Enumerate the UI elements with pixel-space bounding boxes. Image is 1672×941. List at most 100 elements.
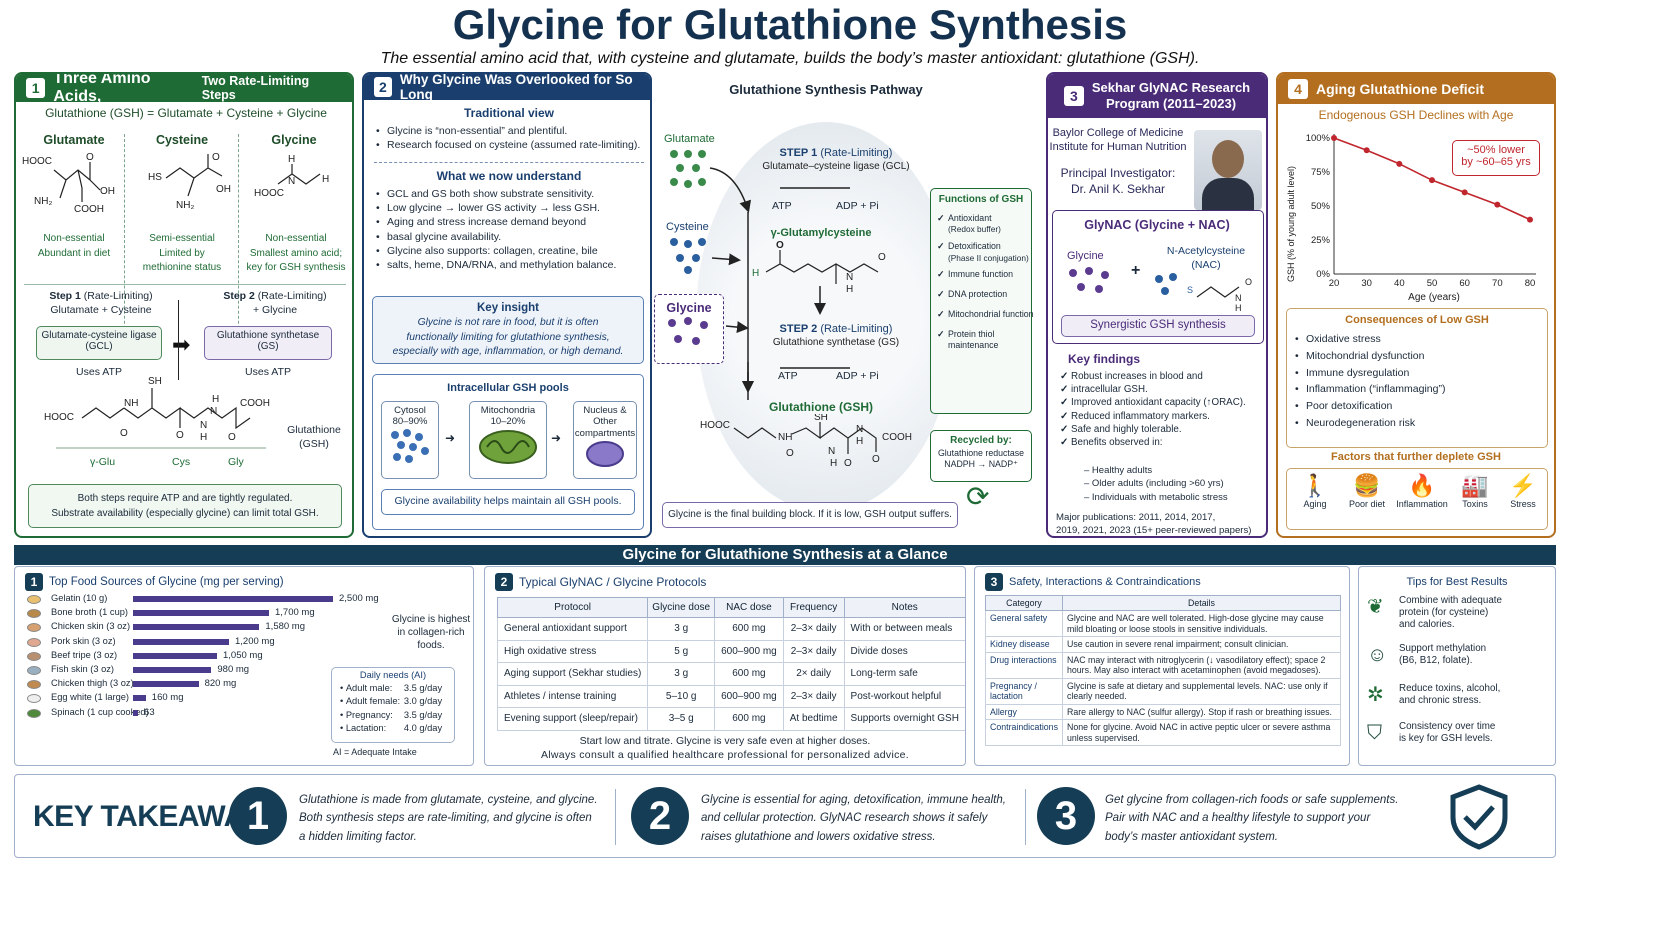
food-icon bbox=[27, 694, 41, 704]
list-item: salts, heme, DNA/RNA, and methylation ba… bbox=[376, 258, 616, 272]
step-2-atp: ATP bbox=[778, 370, 798, 382]
x-tick-label: 20 bbox=[1329, 278, 1340, 289]
gsh-structure: SH HOOC NH O O H N COOH N H O bbox=[44, 376, 270, 449]
list-item: Oxidative stress bbox=[1295, 331, 1445, 348]
traditional-list: Glycine is “non-essential” and plentiful… bbox=[376, 124, 640, 153]
atom-label: N bbox=[210, 406, 217, 417]
atom-label: HS bbox=[148, 172, 162, 183]
glycine-name: Glycine bbox=[271, 133, 317, 147]
glutamate-structure bbox=[53, 162, 101, 202]
arrow-right-icon: ➜ bbox=[551, 431, 562, 445]
deplete-heading: Factors that further deplete GSH bbox=[1331, 451, 1501, 463]
gsh-product-label: Glutathione (GSH) bbox=[769, 400, 873, 414]
y-tick-label: 75% bbox=[1311, 167, 1331, 178]
food-name: Spinach (1 cup cooked) bbox=[51, 706, 149, 717]
column-divider bbox=[238, 134, 239, 344]
nac-structure: S O N H bbox=[1155, 273, 1252, 313]
atom-label: H bbox=[212, 394, 219, 405]
column-header: Category bbox=[985, 595, 1063, 611]
factor-aging: 🚶Aging bbox=[1291, 473, 1339, 509]
data-point bbox=[1396, 160, 1403, 167]
protocols-title: Typical GlyNAC / Glycine Protocols bbox=[519, 575, 707, 589]
cell-background bbox=[696, 122, 956, 512]
food-icon bbox=[27, 666, 41, 675]
x-tick-label: 60 bbox=[1459, 278, 1470, 289]
food-bar bbox=[133, 610, 269, 617]
gs-enzyme-box: Glutathione synthetase(GS) bbox=[204, 326, 332, 360]
food-bar bbox=[133, 667, 212, 673]
list-item: Glycine is “non-essential” and plentiful… bbox=[376, 124, 640, 138]
list-item: Robust increases in blood and bbox=[1060, 370, 1246, 383]
glutamate-molecules-icon bbox=[670, 150, 706, 188]
list-item: Aging and stress increase demand beyond bbox=[376, 215, 616, 229]
list-item: intracellular GSH. bbox=[1060, 383, 1246, 396]
takeaway-text: Glycine is essential for aging, detoxifi… bbox=[701, 794, 1006, 843]
principal-investigator: Principal Investigator:Dr. Anil K. Sekha… bbox=[1060, 166, 1176, 196]
step-1-atp: Uses ATP bbox=[76, 366, 122, 378]
atom-label: SH bbox=[814, 414, 828, 423]
atom-label: O bbox=[872, 454, 880, 465]
daily-needs-box: Daily needs (AI) • Adult male:3.5 g/day … bbox=[331, 667, 455, 743]
consequences-box: Consequences of Low GSH Oxidative stress… bbox=[1286, 308, 1548, 448]
food-bar bbox=[133, 638, 229, 645]
amino-acid-structures: HOOC O OH NH₂ COOH HS O OH NH₂ H N HOOC … bbox=[22, 152, 329, 215]
list-item: Mitochondrial dysfunction bbox=[1295, 348, 1445, 365]
step-1-title: STEP 1 (Rate-Limiting) Glutamate–cystein… bbox=[762, 147, 910, 173]
list-item: Poor detoxification bbox=[1295, 398, 1445, 415]
atom-label: N bbox=[1235, 293, 1242, 303]
step-1-adp: ADP + Pi bbox=[836, 200, 879, 212]
x-tick-label: 40 bbox=[1394, 278, 1405, 289]
recycle-icon: ⟳ bbox=[966, 481, 990, 512]
atom-label: O bbox=[878, 252, 886, 263]
food-name: Chicken thigh (3 oz) bbox=[51, 678, 134, 689]
food-header: 1 Top Food Sources of Glycine (mg per se… bbox=[25, 573, 284, 591]
food-bar bbox=[133, 624, 260, 631]
panel-4-title: Aging Glutathione Deficit bbox=[1316, 81, 1484, 97]
section-number: 2 bbox=[374, 77, 392, 97]
atom-label: H bbox=[846, 284, 853, 295]
atom-label: OH bbox=[100, 186, 115, 197]
now-list: GCL and GS both show substrate sensitivi… bbox=[376, 187, 616, 272]
pathway-title: Glutathione Synthesis Pathway bbox=[729, 82, 923, 97]
function-item: Detoxification(Phase II conjugation) bbox=[937, 241, 1034, 263]
at-a-glance-band: Glycine for Glutathione Synthesis at a G… bbox=[14, 545, 1556, 565]
atom-label: H bbox=[856, 436, 863, 447]
column-header: Details bbox=[1061, 595, 1342, 611]
section-number: 3 bbox=[985, 573, 1003, 591]
glutamate-name: Glutamate bbox=[43, 133, 105, 147]
shield-check-icon bbox=[1450, 784, 1508, 850]
panel-protocols: 2 Typical GlyNAC / Glycine Protocols Pro… bbox=[484, 566, 966, 766]
publications: Major publications: 2011, 2014, 2017,201… bbox=[1056, 512, 1252, 536]
tip-item: ✲ Reduce toxins, alcohol,and chronic str… bbox=[1367, 683, 1501, 707]
regulation-note: Both steps require ATP and are tightly r… bbox=[28, 484, 342, 528]
functions-heading: Functions of GSH bbox=[938, 194, 1024, 205]
takeaway-text: Get glycine from collagen-rich foods or … bbox=[1105, 794, 1399, 843]
glynac-heading: GlyNAC (Glycine + NAC) bbox=[1084, 218, 1230, 232]
food-value: 980 mg bbox=[217, 664, 250, 675]
atom-label: HOOC bbox=[254, 188, 284, 199]
takeaway-number: 2 bbox=[631, 787, 689, 845]
divider bbox=[374, 162, 644, 163]
pathway-note: Glycine is the final building block. If … bbox=[662, 502, 958, 528]
food-value: 160 mg bbox=[151, 692, 184, 704]
atom-label: O bbox=[844, 458, 852, 469]
section-number: 3 bbox=[1063, 86, 1084, 106]
takeaway-number: 3 bbox=[1037, 787, 1095, 845]
cysteine-label: Cysteine bbox=[666, 221, 709, 233]
y-tick-label: 50% bbox=[1311, 201, 1331, 212]
step-1-atp: ATP bbox=[772, 200, 792, 212]
factor-toxins: 🏭Toxins bbox=[1451, 473, 1499, 509]
section-number: 4 bbox=[1288, 79, 1308, 99]
protocols-header: 2 Typical GlyNAC / Glycine Protocols bbox=[495, 573, 706, 591]
atom-label: H bbox=[288, 154, 295, 165]
